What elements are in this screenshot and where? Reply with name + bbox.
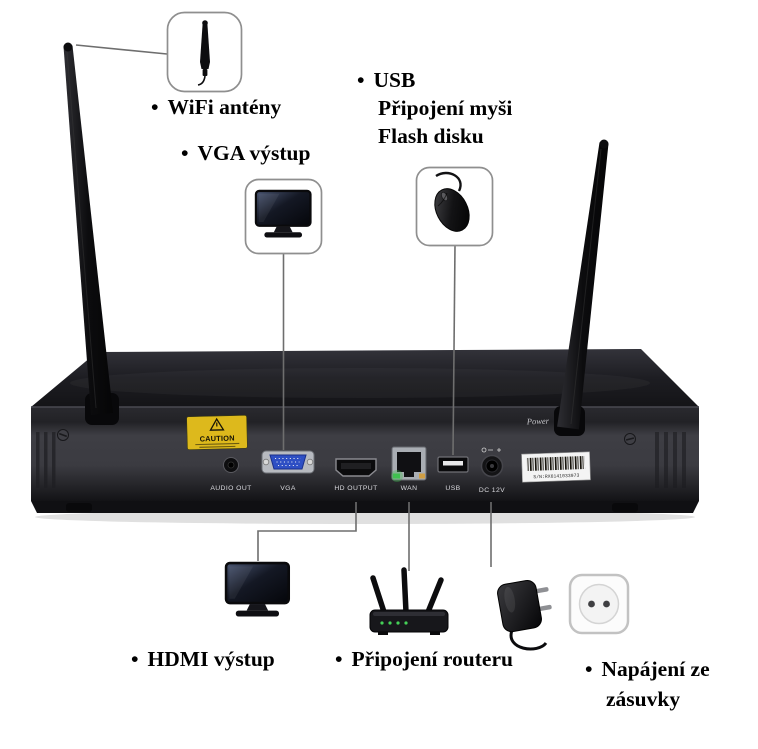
router-icon bbox=[369, 567, 449, 635]
wifi-antennas-text: WiFi antény bbox=[167, 95, 282, 119]
power-supply-label: • Napájení ze zásuvky bbox=[585, 654, 710, 714]
nvr-device: CAUTION AUDIO OUT VGA bbox=[31, 42, 699, 524]
panel-edge-highlight bbox=[31, 406, 699, 408]
port-label-hdmi: HD OUTPUT bbox=[334, 485, 377, 492]
callout-line-wifi bbox=[75, 44, 168, 55]
wifi-antenna-right bbox=[557, 139, 609, 430]
audio-out-port bbox=[223, 457, 239, 473]
wifi-antenna-left bbox=[63, 42, 113, 415]
panel-screw-left bbox=[57, 429, 69, 441]
callout-lines bbox=[75, 44, 492, 571]
device-shadow bbox=[35, 510, 695, 524]
port-label-wan: WAN bbox=[401, 485, 418, 492]
vent-slots-right bbox=[655, 432, 686, 488]
usb-text-line2: Připojení myši bbox=[378, 96, 513, 120]
barcode-sticker: S/N:RX6141033973 bbox=[521, 451, 591, 483]
callout-line-usb bbox=[452, 244, 456, 456]
panel-screw-right bbox=[624, 433, 636, 445]
hdmi-output-text: HDMI výstup bbox=[147, 647, 275, 671]
mouse-cable bbox=[435, 171, 462, 192]
vga-output-label: • VGA výstup bbox=[181, 141, 310, 166]
power-supply-text-line1: Napájení ze bbox=[601, 657, 710, 681]
router-connection-label: • Připojení routeru bbox=[335, 647, 513, 672]
callout-line-hdmi bbox=[257, 502, 357, 561]
serial-number: S/N:RX6141033973 bbox=[533, 473, 579, 481]
device-foot-left bbox=[66, 503, 92, 512]
adapter-cable bbox=[509, 629, 548, 651]
device-top-surface bbox=[31, 349, 699, 407]
wifi-antennas-label: • WiFi antény bbox=[151, 95, 281, 120]
vga-output-text: VGA výstup bbox=[197, 141, 311, 165]
port-label-dc: DC 12V bbox=[479, 487, 505, 494]
vga-port bbox=[261, 450, 315, 474]
warning-triangle-icon bbox=[209, 417, 225, 431]
bullet: • bbox=[151, 95, 159, 119]
wifi-antenna-icon bbox=[197, 20, 210, 86]
hdmi-port bbox=[335, 458, 377, 477]
caution-sticker: CAUTION bbox=[186, 414, 248, 451]
dc-power-port bbox=[480, 447, 504, 478]
bullet: • bbox=[357, 68, 365, 92]
port-label-usb: USB bbox=[445, 485, 460, 492]
device-foot-right bbox=[612, 503, 638, 512]
port-label-audio: AUDIO OUT bbox=[210, 485, 251, 492]
power-text: Power bbox=[526, 416, 550, 427]
bullet: • bbox=[131, 647, 139, 671]
bullet: • bbox=[335, 647, 343, 671]
usb-text-line1: USB bbox=[373, 68, 416, 92]
usb-port bbox=[437, 456, 469, 473]
power-supply-text-line2: zásuvky bbox=[606, 687, 681, 711]
bullet: • bbox=[585, 657, 593, 681]
hdmi-output-label: • HDMI výstup bbox=[131, 647, 275, 672]
caution-text: CAUTION bbox=[200, 434, 235, 444]
barcode-icon bbox=[526, 455, 586, 472]
bullet: • bbox=[181, 141, 189, 165]
usb-text-line3: Flash disku bbox=[378, 124, 484, 148]
device-bottom-edge bbox=[31, 501, 699, 513]
mouse-icon bbox=[434, 171, 470, 232]
power-adapter-icon bbox=[497, 579, 552, 651]
monitor-icon bbox=[224, 561, 291, 618]
usb-label: • USB Připojení myši Flash disku bbox=[357, 66, 512, 150]
dc-polarity-mark bbox=[481, 447, 487, 453]
wan-port bbox=[391, 446, 427, 482]
port-label-vga: VGA bbox=[280, 485, 296, 492]
vent-slots-left bbox=[36, 432, 56, 488]
wall-socket-icon bbox=[568, 573, 630, 635]
router-connection-text: Připojení routeru bbox=[351, 647, 513, 671]
